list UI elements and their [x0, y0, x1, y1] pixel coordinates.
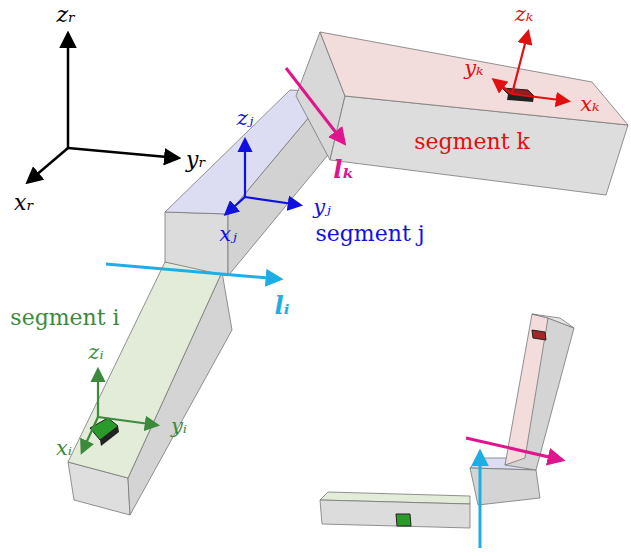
axis-label: xⱼ: [219, 224, 236, 245]
segment-solids: [68, 32, 628, 515]
joint-axis: [286, 68, 344, 143]
axis-label: xᵣ: [14, 192, 34, 214]
sensor-box: [532, 330, 546, 340]
joint-axis: [466, 438, 562, 460]
segment-name: segment j: [315, 223, 424, 245]
reference-frame: [28, 34, 178, 182]
axis-label: yⱼ: [313, 197, 330, 218]
axis-label: zⱼ: [237, 108, 254, 129]
axis-label: xₖ: [580, 94, 600, 115]
segment-name: segment k: [414, 131, 530, 153]
joint-axis: [106, 264, 280, 279]
axis-label: zₖ: [515, 4, 534, 25]
axis-label: zᵣ: [56, 4, 75, 26]
frame-i: [82, 370, 157, 452]
axis-label: yᵣ: [186, 149, 206, 171]
axis-label: xᵢ: [56, 438, 72, 459]
axis-label: lᵢ: [275, 294, 290, 318]
sensor-box: [90, 418, 118, 440]
frame-k: [494, 32, 568, 101]
axis-label: yₖ: [464, 58, 484, 79]
inset-illustration: [320, 314, 574, 528]
segment-name: segment i: [10, 307, 119, 329]
joint-axis: [479, 452, 482, 548]
sensor-box: [396, 514, 411, 526]
axis-label: lₖ: [333, 158, 355, 182]
axis-label: yᵢ: [171, 416, 187, 437]
axis-label: zᵢ: [88, 342, 103, 363]
frame-j: [226, 140, 300, 214]
sensor-box: [100, 426, 119, 446]
